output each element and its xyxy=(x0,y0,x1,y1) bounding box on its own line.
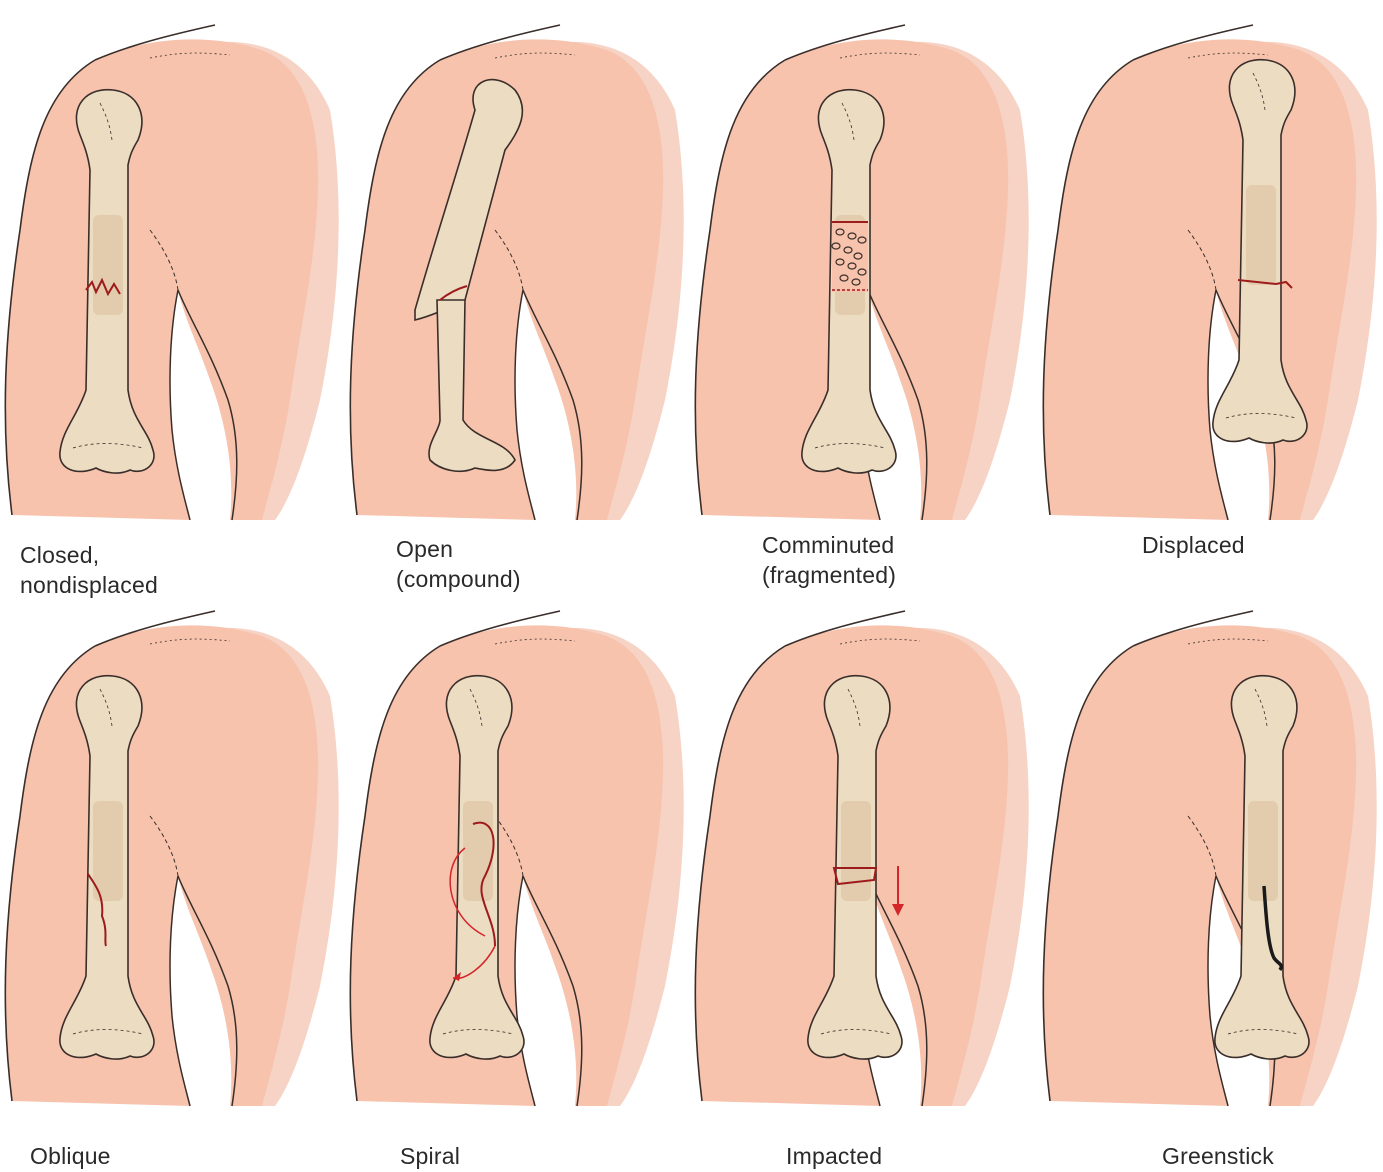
label-oblique: Oblique xyxy=(30,1141,111,1171)
panel-closed-nondisplaced: Closed,nondisplaced xyxy=(0,0,345,586)
panel-open-compound: Open(compound) xyxy=(345,0,690,586)
label-line: Greenstick xyxy=(1162,1141,1274,1171)
label-line: Impacted xyxy=(786,1141,882,1171)
label-comminuted: Comminuted(fragmented) xyxy=(762,530,896,590)
panel-comminuted: Comminuted(fragmented) xyxy=(690,0,1035,586)
label-line: Displaced xyxy=(1142,530,1245,560)
panel-oblique: Oblique xyxy=(0,586,345,1172)
illustration-oblique xyxy=(0,586,345,1172)
panel-spiral: Spiral xyxy=(345,586,690,1172)
illustration-spiral xyxy=(345,586,690,1172)
illustration-comminuted xyxy=(690,0,1035,586)
label-impacted: Impacted xyxy=(786,1141,882,1171)
arm-silhouette xyxy=(5,611,338,1106)
label-line: Spiral xyxy=(400,1141,460,1171)
label-greenstick: Greenstick xyxy=(1162,1141,1274,1171)
label-open-compound: Open(compound) xyxy=(396,534,521,594)
arm-silhouette xyxy=(1043,611,1376,1106)
panel-impacted: Impacted xyxy=(690,586,1035,1172)
label-line: Closed, xyxy=(20,540,158,570)
illustration-impacted xyxy=(690,586,1035,1172)
illustration-open-compound xyxy=(345,0,690,586)
label-line: Comminuted xyxy=(762,530,896,560)
label-displaced: Displaced xyxy=(1142,530,1245,560)
label-line: Open xyxy=(396,534,521,564)
arm-silhouette xyxy=(5,25,338,520)
arm-silhouette xyxy=(1043,25,1376,520)
illustration-greenstick xyxy=(1038,586,1383,1172)
label-spiral: Spiral xyxy=(400,1141,460,1171)
illustration-displaced xyxy=(1038,0,1383,586)
illustration-closed-nondisplaced xyxy=(0,0,345,586)
panel-greenstick: Greenstick xyxy=(1038,586,1383,1172)
label-line: Oblique xyxy=(30,1141,111,1171)
panel-displaced: Displaced xyxy=(1038,0,1383,586)
